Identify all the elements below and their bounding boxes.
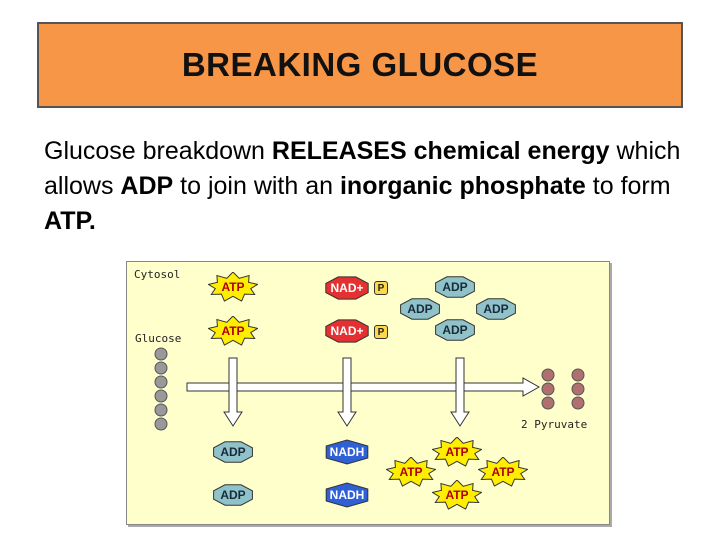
adp-molecule: ADP [433,275,477,299]
glucose-bead [154,417,168,431]
body-bold-2: ADP [120,172,174,200]
title-box: BREAKING GLUCOSE [37,22,683,108]
adp-molecule: ADP [398,297,442,321]
atp-molecule: ATP [478,457,528,487]
down-arrow-1 [223,357,243,427]
glucose-bead [154,375,168,389]
pyruvate-bead [571,382,585,396]
glucose-bead [154,347,168,361]
pyruvate-bead [541,396,555,410]
glucose-bead [154,403,168,417]
body-bold-3: inorganic phosphate [339,172,586,200]
pyruvate-label: 2 Pyruvate [521,418,588,431]
body-text-2: which allows [44,137,681,200]
nadh-molecule: NADH [322,482,372,508]
adp-molecule: ADP [433,318,477,342]
glycolysis-diagram: Cytosol Glucose 2 Pyruvate ATP ATP NAD+ … [126,261,610,525]
adp-molecule: ADP [474,297,518,321]
slide-title: BREAKING GLUCOSE [181,46,539,83]
cytosol-label: Cytosol [134,268,181,281]
phosphate-icon: P [374,325,388,339]
main-arrow [186,377,541,397]
atp-molecule: ATP [432,437,482,467]
body-bold-4: ATP. [44,207,96,235]
atp-molecule: ATP [432,480,482,510]
glucose-chain [154,347,168,431]
down-arrow-2 [337,357,357,427]
pyruvate-bead [571,368,585,382]
body-paragraph: Glucose breakdown RELEASES chemical ener… [44,134,684,239]
adp-molecule: ADP [211,483,255,507]
nad-molecule: NAD+ [323,275,371,301]
glucose-bead [154,389,168,403]
pyruvate-chain [541,368,585,410]
pyruvate-bead [541,382,555,396]
body-text-1: Glucose breakdown [44,137,272,165]
glucose-bead [154,361,168,375]
adp-molecule: ADP [211,440,255,464]
down-arrow-3 [450,357,470,427]
nad-molecule: NAD+ [323,318,371,344]
body-text-4: to form [585,172,671,200]
phosphate-icon: P [374,281,388,295]
diagram-lines [154,347,585,431]
pyruvate-bead [541,368,555,382]
atp-molecule: ATP [208,316,258,346]
atp-molecule: ATP [386,457,436,487]
body-bold-1: RELEASES chemical energy [271,137,610,165]
atp-molecule: ATP [208,272,258,302]
pyruvate-bead [571,396,585,410]
body-text-3: to join with an [173,172,340,200]
nadh-molecule: NADH [322,439,372,465]
glucose-label: Glucose [135,332,182,345]
